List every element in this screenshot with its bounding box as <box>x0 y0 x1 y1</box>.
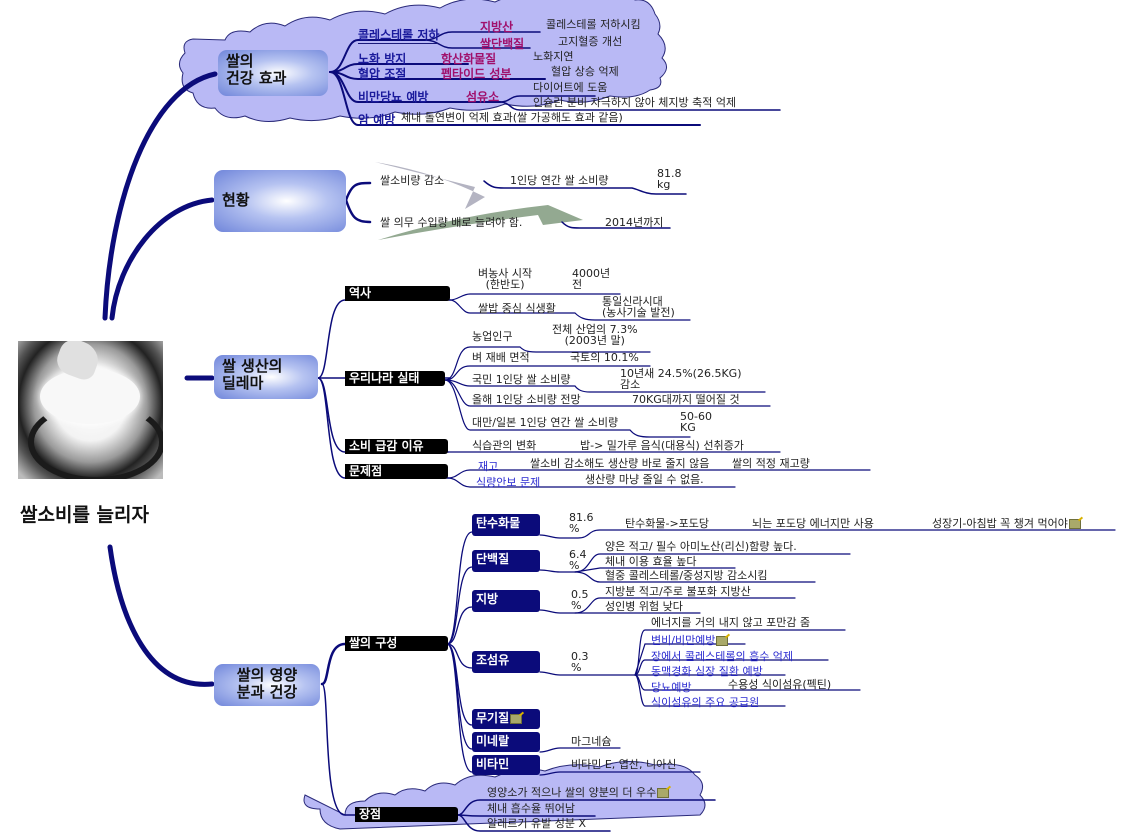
value-taiwan-japan: 50-60 KG <box>680 410 712 434</box>
detail-pectin: 수용성 식이섬유(펙틴) <box>728 678 832 691</box>
pct-fat: 0.5 % <box>571 588 589 612</box>
detail-fiber-4[interactable]: 동맥경화 심장 질환 예방 <box>651 665 763 678</box>
detail-protein-3: 혈중 콜레스테롤/중성지방 감소시킴 <box>605 569 768 582</box>
item-consumption-decrease[interactable]: 쌀소비량 감소 <box>380 174 445 187</box>
detail-fiber-5[interactable]: 당뇨예방 <box>651 681 692 694</box>
note-icon[interactable] <box>1068 519 1081 529</box>
detail-insulin: 인슐린 분비 자극하지 않아 체지방 축적 억제 <box>533 96 737 109</box>
detail-fiber-2[interactable]: 변비/비만예방 <box>651 632 729 648</box>
pot-rim-shape <box>28 401 163 479</box>
node-nutrition[interactable]: 쌀의 영양 분과 건강 <box>214 664 320 706</box>
node-inorganic-label: 무기질 <box>476 711 510 725</box>
value-rice-area: 국토의 10.1% <box>570 351 639 364</box>
note-icon[interactable] <box>510 713 523 724</box>
chain-carb-3: 성장기-아침밥 꼭 챙겨 먹어야 <box>932 518 1081 530</box>
detail-antioxidant: 노화지연 <box>533 50 574 63</box>
node-advantages[interactable]: 장점 <box>355 807 458 822</box>
note-icon[interactable] <box>716 636 729 646</box>
detail-vitamins: 비타민 E, 엽산, 니아신 <box>571 758 677 771</box>
item-per-capita-consumption[interactable]: 국민 1인당 쌀 소비량 <box>472 373 571 386</box>
chain-carb-3-text: 성장기-아침밥 꼭 챙겨 먹어야 <box>932 517 1068 530</box>
item-taiwan-japan[interactable]: 대만/일본 1인당 연간 쌀 소비량 <box>472 416 619 429</box>
node-history[interactable]: 역사 <box>345 286 450 301</box>
item-diet-change[interactable]: 식습관의 변화 <box>472 439 537 452</box>
value-forecast: 70KG대까지 떨어질 것 <box>632 393 740 406</box>
detail-2014: 2014년까지 <box>605 216 664 229</box>
note-icon[interactable] <box>657 788 670 798</box>
chain-carb-2: 뇌는 포도당 에너지만 사용 <box>752 517 874 530</box>
detail-fat-2: 성인병 위험 낮다 <box>605 600 683 613</box>
value-per-capita-consumption: 10년새 24.5%(26.5KG) 감소 <box>620 367 742 391</box>
arrow-decrease-shape <box>375 162 485 209</box>
detail-cancer: 체내 돌연변이 억제 효과(쌀 가공해도 효과 같음) <box>401 111 623 124</box>
root-title[interactable]: 쌀소비를 늘리자 <box>20 504 149 526</box>
value-silla: 통일신라시대 (농사기술 발전) <box>602 295 675 319</box>
rice-pot-photo <box>18 341 163 479</box>
detail-fiber-1: 에너지를 거의 내지 않고 포만감 줌 <box>651 616 811 629</box>
node-composition[interactable]: 쌀의 구성 <box>345 636 448 651</box>
advantage-3: 알레르기 유발 성분 X <box>487 817 586 830</box>
advantage-1: 영양소가 적으나 쌀의 양분의 더 우수 <box>487 786 670 799</box>
node-korea-reality[interactable]: 우리나라 실태 <box>345 371 445 386</box>
advantage-1-text: 영양소가 적으나 쌀의 양분의 더 우수 <box>487 786 657 799</box>
pct-protein: 6.4 % <box>569 548 587 572</box>
node-fat[interactable]: 지방 <box>472 590 540 612</box>
detail-fiber-3[interactable]: 장에서 콜레스테롤의 흡수 억제 <box>651 650 794 663</box>
advantage-2: 체내 흡수율 뛰어남 <box>487 802 575 815</box>
node-decline-reason[interactable]: 소비 급감 이유 <box>345 439 448 454</box>
value-food-security: 생산량 마냥 줄일 수 없음. <box>585 473 704 486</box>
detail-protein-2: 체내 이용 효율 높다 <box>605 555 697 568</box>
detail-diet: 다이어트에 도움 <box>533 81 608 94</box>
item-anti-aging[interactable]: 노화 방지 <box>358 52 407 66</box>
value-4000-years: 4000년 전 <box>572 267 611 291</box>
pct-crude-fiber: 0.3 % <box>571 650 589 674</box>
node-inorganic[interactable]: 무기질 <box>472 709 540 729</box>
node-dilemma[interactable]: 쌀 생산의 딜레마 <box>214 355 318 399</box>
item-fatty-acid[interactable]: 지방산 <box>480 20 514 34</box>
item-rice-area[interactable]: 벼 재배 면적 <box>472 351 530 364</box>
node-vitamin[interactable]: 비타민 <box>472 755 540 775</box>
detail-protein-1: 양은 적고/ 필수 아미노산(리신)함량 높다. <box>605 540 797 553</box>
item-cholesterol[interactable]: 콜레스테롤 저하 <box>358 28 440 44</box>
item-food-security[interactable]: 식량안보 문제 <box>476 476 541 489</box>
rice-shape <box>40 369 140 424</box>
value-proper-inventory: 쌀의 적정 재고량 <box>732 457 810 470</box>
item-blood-pressure[interactable]: 혈압 조절 <box>358 67 407 81</box>
chain-carb-1: 탄수화물->포도당 <box>625 517 710 530</box>
detail-rice-protein: 고지혈증 개선 <box>558 35 623 48</box>
item-obesity-diabetes[interactable]: 비만당뇨 예방 <box>358 90 429 104</box>
node-mineral[interactable]: 미네랄 <box>472 732 540 752</box>
item-fiber[interactable]: 섬유소 <box>466 90 500 104</box>
node-carbohydrate[interactable]: 탄수화물 <box>472 514 540 536</box>
detail-fiber-2-text: 변비/비만예방 <box>651 634 716 647</box>
item-rice-diet[interactable]: 쌀밥 중심 식생활 <box>478 302 556 315</box>
value-diet-change: 밥-> 밀가루 음식(대용식) 선취증가 <box>580 439 744 452</box>
value-81-8kg: 81.8 kg <box>657 167 682 191</box>
detail-fat-1: 지방분 적고/주로 불포화 지방산 <box>605 585 751 598</box>
item-peptide[interactable]: 펩타이드 성분 <box>441 67 512 81</box>
item-antioxidant[interactable]: 항산화물질 <box>441 52 497 66</box>
detail-fiber-6[interactable]: 식이섬유의 주요 공급원 <box>651 696 760 709</box>
value-inventory: 쌀소비 감소해도 생산량 바로 줄지 않음 <box>530 457 710 470</box>
node-crude-fiber[interactable]: 조섬유 <box>472 651 540 673</box>
item-import-increase[interactable]: 쌀 의무 수입량 배로 늘려야 함. <box>380 216 523 229</box>
detail-fatty-acid: 콜레스테롤 저하시킴 <box>546 18 641 31</box>
item-cancer[interactable]: 암 예방 <box>358 113 396 127</box>
node-status[interactable]: 현황 <box>214 170 346 232</box>
node-health-effects[interactable]: 쌀의 건강 효과 <box>218 50 328 96</box>
detail-magnesium: 마그네슘 <box>571 735 612 748</box>
detail-per-capita: 1인당 연간 쌀 소비량 <box>510 174 609 187</box>
node-problems[interactable]: 문제점 <box>345 464 448 479</box>
node-protein[interactable]: 단백질 <box>472 550 540 572</box>
item-rice-protein[interactable]: 쌀단백질 <box>480 37 525 51</box>
pct-carbohydrate: 81.6 % <box>569 511 594 535</box>
item-forecast[interactable]: 올해 1인당 소비량 전망 <box>472 393 581 406</box>
value-farm-population: 전체 산업의 7.3% (2003년 말) <box>552 323 638 347</box>
item-inventory[interactable]: 재고 <box>478 460 499 473</box>
arrow-increase-shape <box>378 205 583 240</box>
item-rice-farming-start[interactable]: 벼농사 시작 (한반도) <box>478 267 533 291</box>
detail-peptide: 혈압 상승 억제 <box>551 65 619 78</box>
item-farm-population[interactable]: 농업인구 <box>472 330 513 343</box>
